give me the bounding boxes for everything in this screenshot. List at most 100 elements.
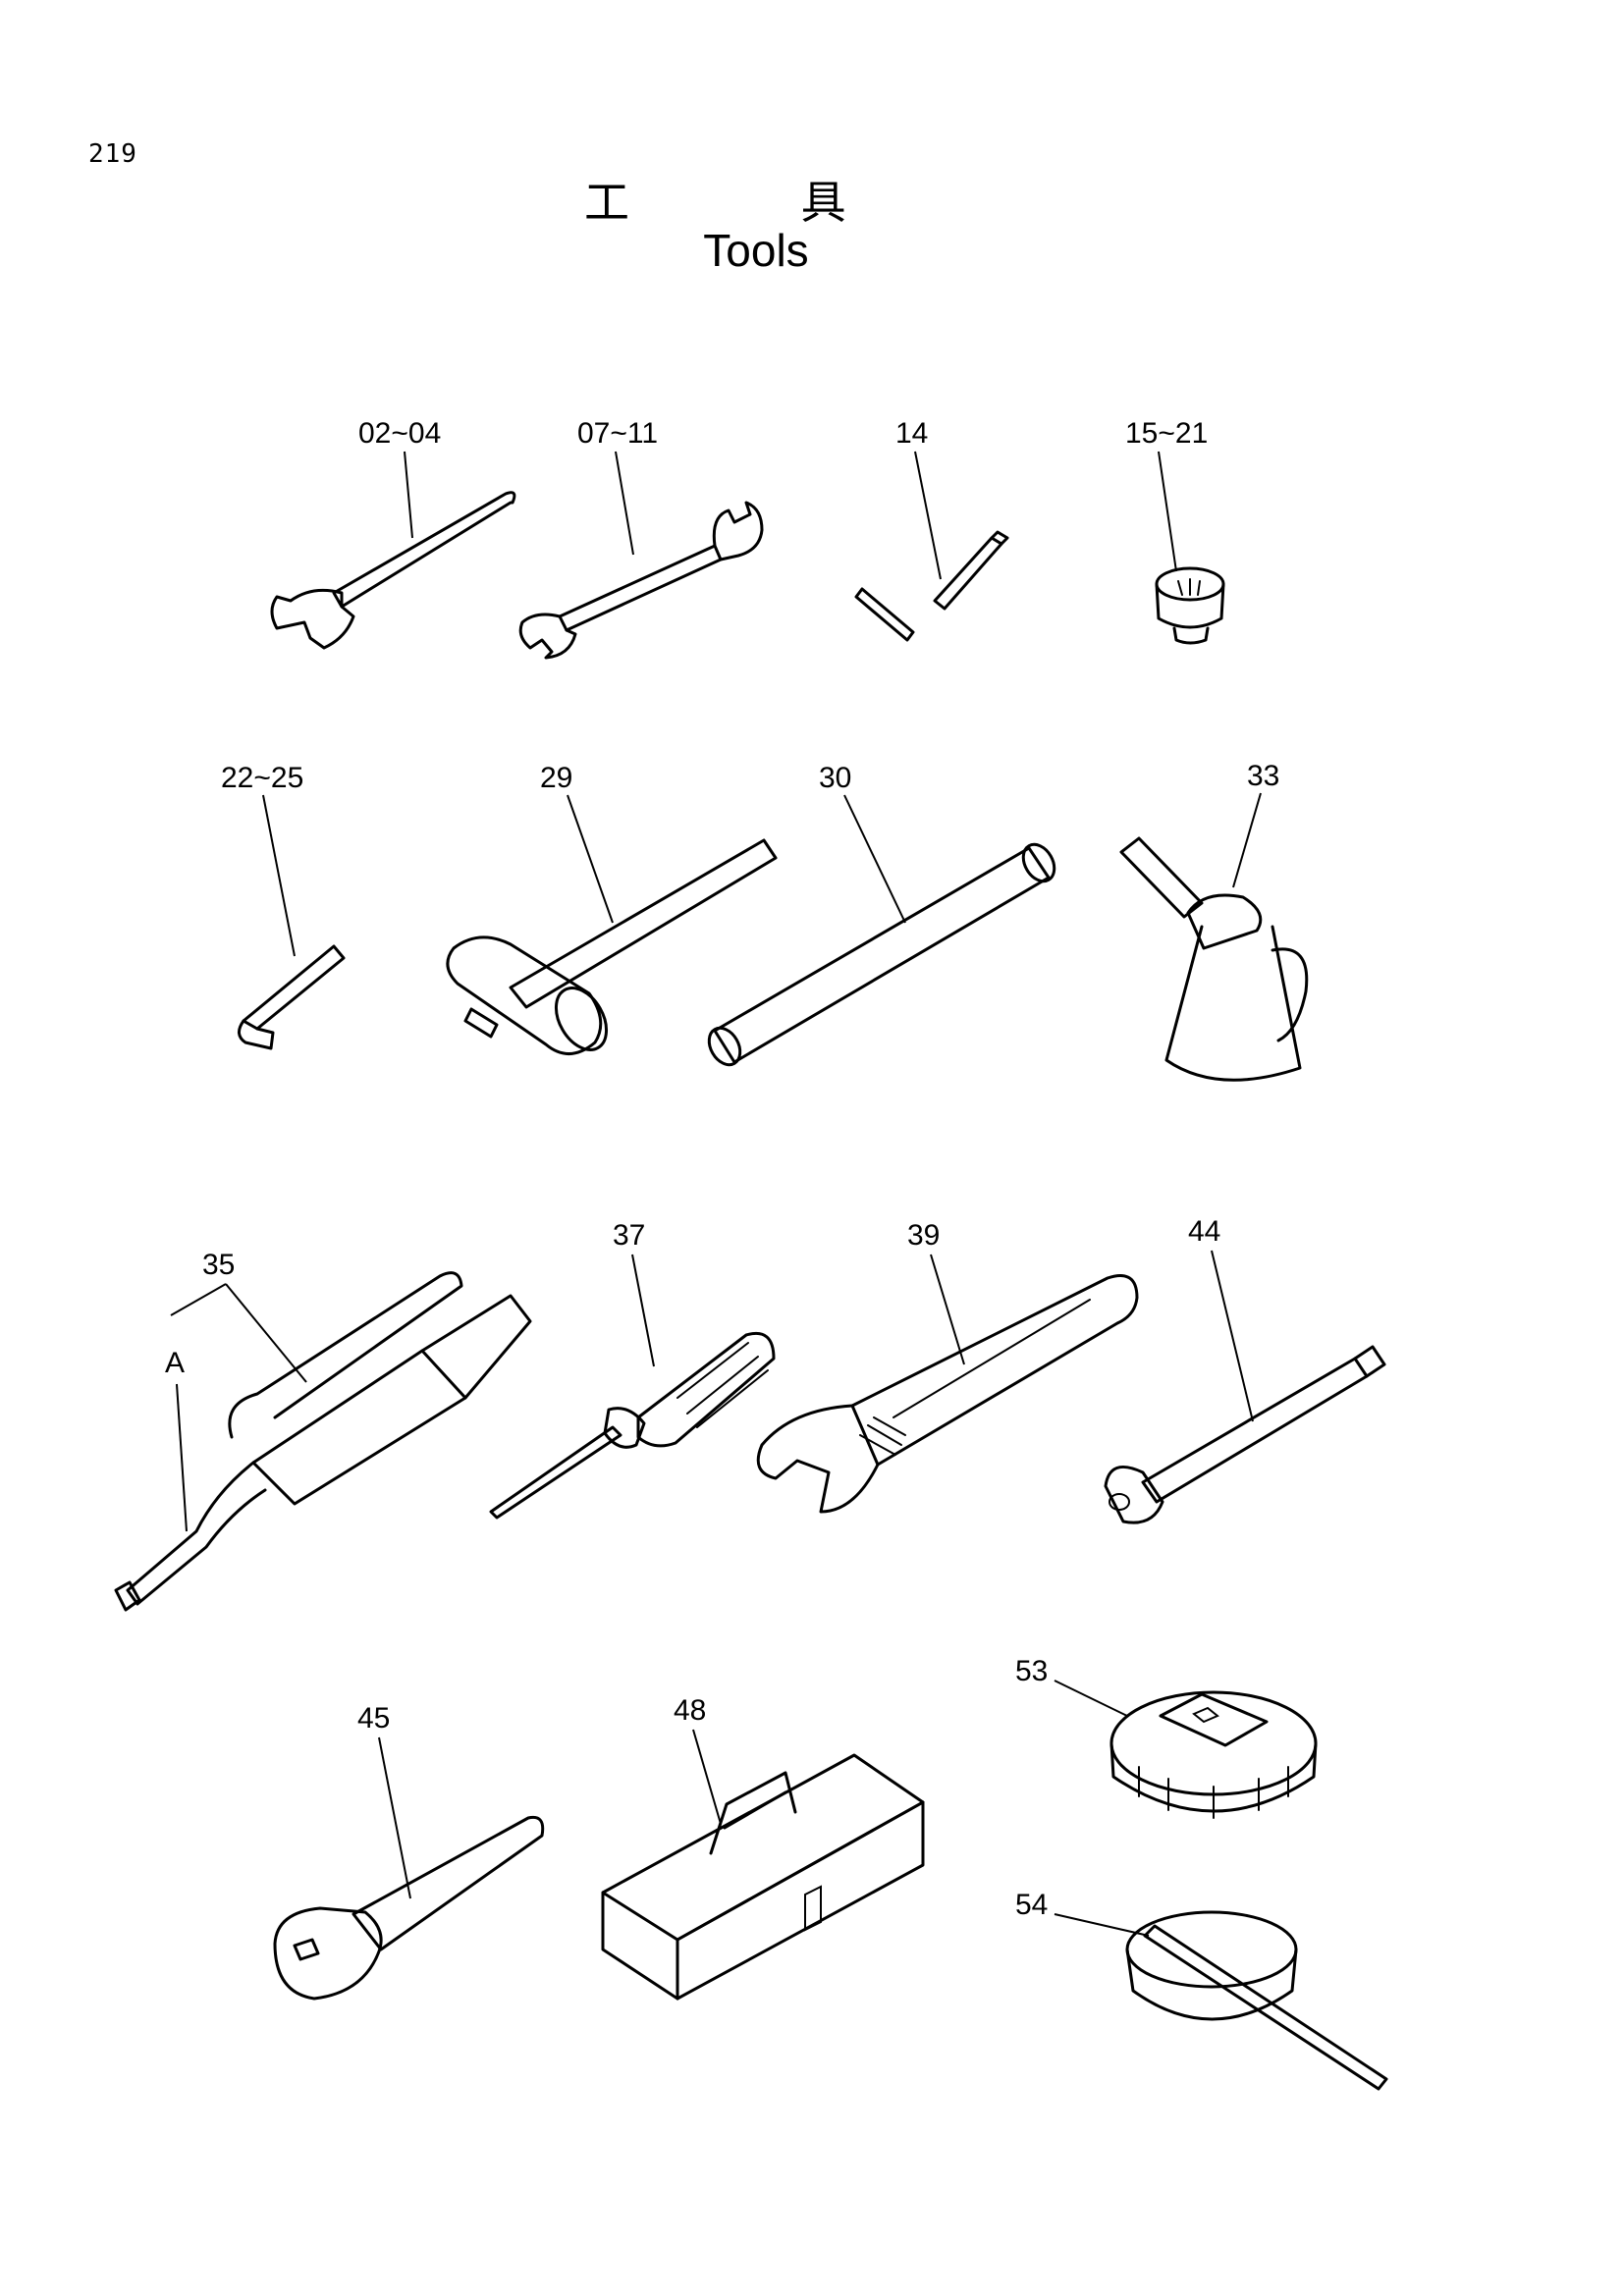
page-number: 219 xyxy=(88,139,137,169)
adjustable-wrench-slot xyxy=(893,1299,1091,1418)
title-japanese: 工 具 xyxy=(584,167,846,232)
leader-line-14 xyxy=(914,451,942,580)
leader-line-29 xyxy=(567,794,614,924)
ratchet-head xyxy=(273,1906,383,2001)
bar-body xyxy=(713,846,1051,1064)
leader-line-a xyxy=(176,1383,188,1532)
hex-key-22-25: 22~25 xyxy=(221,762,346,1050)
adjustable-wrench-jaw xyxy=(756,1404,880,1514)
filter-wrench-band-rim xyxy=(1125,1910,1298,1989)
t-wrench-shaft xyxy=(933,536,1003,611)
hammer-peen xyxy=(463,1007,499,1039)
leader-line-15-21 xyxy=(1158,451,1177,572)
tool-box-latch xyxy=(804,1885,822,1932)
leader-line-02-04 xyxy=(404,451,413,539)
spanner-end-right xyxy=(712,501,764,561)
leader-line-54 xyxy=(1054,1913,1150,1937)
grease-gun-35: 35 A xyxy=(114,1249,532,1612)
ratchet-square-drive xyxy=(293,1938,320,1961)
screwdriver-handle xyxy=(636,1332,776,1448)
t-wrench-crossbar xyxy=(854,587,915,642)
callout-label-48: 48 xyxy=(674,1694,706,1727)
hex-key-long-arm xyxy=(242,944,346,1031)
filter-wrench-cup-rim xyxy=(1109,1690,1318,1796)
hammer-handle xyxy=(509,838,778,1009)
tool-box-handle xyxy=(709,1771,797,1855)
grease-gun-tube-rear xyxy=(420,1294,532,1400)
title-ja-char-1: 工 xyxy=(584,176,629,229)
tool-box-front-face xyxy=(676,1800,925,2001)
extension-bar-socket-end xyxy=(1104,1465,1164,1524)
t-wrench-14: 14 xyxy=(854,417,1009,642)
filter-wrench-53: 53 xyxy=(1015,1655,1318,1819)
tool-box-48: 48 xyxy=(601,1694,925,2001)
leader-line-48 xyxy=(692,1729,722,1825)
leader-line-45 xyxy=(378,1736,411,1899)
t-wrench-tip xyxy=(990,530,1009,546)
spanner-02-04: 02~04 xyxy=(270,417,516,650)
leader-line-30 xyxy=(843,794,906,924)
callout-label-39: 39 xyxy=(907,1219,940,1252)
callout-label-44: 44 xyxy=(1188,1215,1220,1248)
socket-15-21: 15~21 xyxy=(1125,417,1225,645)
leader-line-07-11 xyxy=(615,451,634,556)
callout-label-02-04: 02~04 xyxy=(358,417,441,450)
filter-wrench-flutes xyxy=(1138,1766,1289,1819)
callout-label-14: 14 xyxy=(895,417,928,450)
callout-label-15-21: 15~21 xyxy=(1125,417,1208,450)
screwdriver-37: 37 xyxy=(489,1219,776,1520)
tool-box-end-face xyxy=(601,1891,679,2001)
spanner-handle xyxy=(332,491,516,609)
screwdriver-grip-flutes xyxy=(676,1342,769,1428)
extension-bar-square-hole xyxy=(1109,1493,1130,1511)
leader-line-33 xyxy=(1232,792,1262,888)
extension-bar-drive-end xyxy=(1353,1345,1386,1378)
callout-label-53: 53 xyxy=(1015,1655,1048,1687)
spanner-shank xyxy=(558,544,723,632)
grease-gun-barrel xyxy=(251,1349,467,1506)
filter-wrench-square-hole xyxy=(1192,1706,1219,1724)
callout-label-a: A xyxy=(165,1347,185,1379)
title-ja-char-2: 具 xyxy=(800,176,846,229)
adjustable-wrench-handle xyxy=(850,1274,1139,1467)
hammer-face xyxy=(554,987,609,1051)
oil-can-spout xyxy=(1119,836,1204,919)
grease-gun-coupler xyxy=(114,1580,141,1612)
leader-line-a-top xyxy=(170,1283,227,1316)
socket-drive-end xyxy=(1172,626,1210,645)
title-english: Tools xyxy=(703,225,809,276)
spanner-07-11: 07~11 xyxy=(518,417,764,660)
leader-line-37 xyxy=(631,1254,655,1367)
bar-30: 30 xyxy=(707,762,1056,1067)
oil-can-33: 33 xyxy=(1119,760,1309,1082)
callout-label-07-11: 07~11 xyxy=(577,417,658,450)
filter-wrench-54: 54 xyxy=(1015,1889,1388,2091)
screwdriver-ferrule xyxy=(603,1407,646,1449)
filter-wrench-bar xyxy=(1143,1924,1388,2091)
tool-box-lid-top xyxy=(601,1753,925,1942)
oil-can-handle xyxy=(1271,947,1309,1042)
adjustable-wrench-worm xyxy=(859,1416,906,1456)
leader-line-35 xyxy=(225,1283,307,1383)
spanner-end-left xyxy=(518,613,577,660)
filter-wrench-band-wall xyxy=(1125,1948,1298,2021)
callout-label-33: 33 xyxy=(1247,760,1279,792)
callout-label-30: 30 xyxy=(819,762,851,794)
hammer-head xyxy=(446,935,603,1055)
callout-label-45: 45 xyxy=(357,1702,390,1735)
callout-label-22-25: 22~25 xyxy=(221,762,303,794)
spanner-open-end xyxy=(270,588,355,650)
hex-key-short-arm xyxy=(238,1019,275,1050)
hammer-29: 29 xyxy=(446,762,778,1055)
bar-end-far xyxy=(1021,842,1056,883)
ratchet-handle-45: 45 xyxy=(273,1702,545,2001)
grease-gun-lever xyxy=(228,1271,463,1439)
leader-line-53 xyxy=(1054,1680,1128,1717)
socket-body xyxy=(1155,582,1225,629)
adjustable-wrench-39: 39 xyxy=(756,1219,1139,1514)
extension-bar-shaft xyxy=(1141,1357,1369,1504)
filter-wrench-drive-boss xyxy=(1159,1692,1269,1747)
callout-label-37: 37 xyxy=(613,1219,645,1252)
leader-line-39 xyxy=(930,1254,965,1365)
